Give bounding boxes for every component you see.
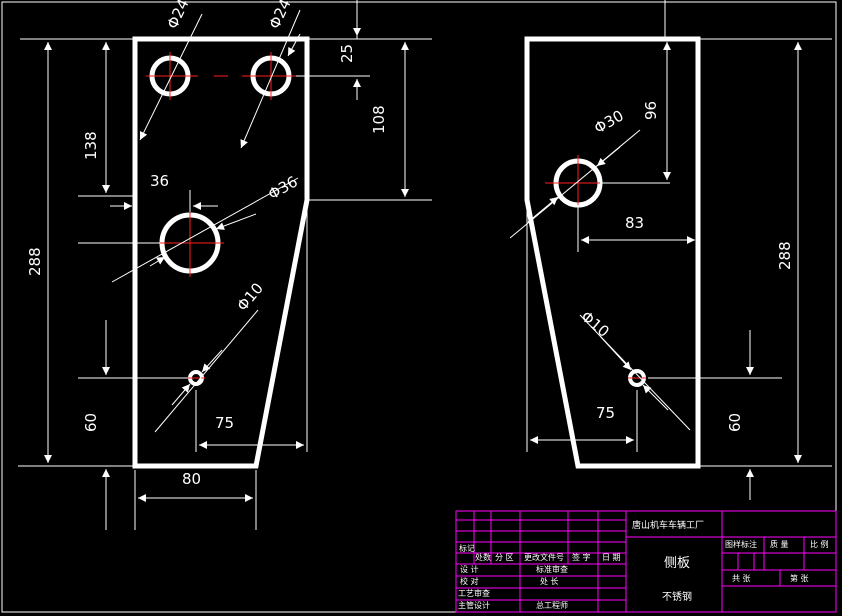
dim-25: 25 (338, 44, 356, 63)
right-dimension-lines (509, 42, 802, 500)
label-chief: 处 长 (540, 576, 559, 586)
label-sheet-no: 第 张 (790, 573, 809, 583)
title-part-name: 侧板 (664, 556, 690, 571)
dim-phi10-left: Φ10 (233, 279, 267, 314)
dim-75-left: 75 (215, 414, 234, 432)
dim-80: 80 (182, 470, 201, 488)
dim-phi36: Φ36 (265, 172, 301, 203)
label-mark: 标记 (459, 543, 475, 553)
label-scale: 比 例 (810, 539, 829, 549)
title-material: 不锈钢 (662, 590, 692, 603)
label-sign: 签 字 (572, 552, 591, 562)
dim-60-right: 60 (726, 413, 744, 432)
dim-96: 96 (642, 101, 660, 120)
label-change-doc: 更改文件号 (524, 552, 564, 562)
label-count: 处数 (475, 552, 491, 562)
dim-phi30: Φ30 (591, 106, 627, 137)
right-centerlines (545, 155, 646, 379)
label-standard-review: 标准审查 (536, 564, 568, 574)
title-block: 唐山机车车辆工厂 侧板 不锈钢 标记 处数 分 区 更改文件号 签 字 日 期 … (455, 510, 837, 613)
dim-138: 138 (82, 131, 100, 160)
right-view: Φ30 96 83 288 Φ10 75 60 (509, 0, 832, 500)
dim-108: 108 (370, 105, 388, 134)
right-extension-lines (526, 0, 832, 467)
left-plate-outline (132, 36, 310, 469)
dim-288-left: 288 (26, 247, 44, 276)
label-check: 校 对 (460, 576, 479, 586)
right-plate-outline (524, 36, 701, 469)
dim-60-left: 60 (82, 413, 100, 432)
title-company: 唐山机车车辆工厂 (632, 519, 704, 531)
label-total-sheets: 共 张 (732, 574, 751, 583)
label-date: 日 期 (602, 553, 621, 562)
title-block-grid (455, 510, 837, 613)
left-dimension-lines (44, 9, 409, 530)
dim-83: 83 (625, 214, 644, 232)
left-centerlines (146, 52, 296, 379)
left-view: Φ24 Φ24 25 108 138 36 Φ36 288 Φ10 60 75 … (18, 0, 432, 530)
label-lead-design: 主管设计 (458, 600, 490, 610)
label-zone: 分 区 (495, 553, 514, 562)
dim-288-right: 288 (776, 241, 794, 270)
label-process-review: 工艺审查 (458, 588, 490, 598)
left-extension-lines (18, 0, 432, 530)
dim-phi24-b: Φ24 (265, 0, 294, 32)
label-sample-mark: 图样标注 (725, 539, 757, 549)
label-mass: 质 量 (770, 539, 789, 549)
dim-phi10-right: Φ10 (577, 307, 612, 341)
dim-phi24-a: Φ24 (163, 0, 192, 32)
label-chief-engineer: 总工程师 (536, 600, 568, 610)
dim-75-right: 75 (596, 404, 615, 422)
label-design: 设 计 (460, 564, 479, 574)
dim-36: 36 (150, 172, 169, 190)
